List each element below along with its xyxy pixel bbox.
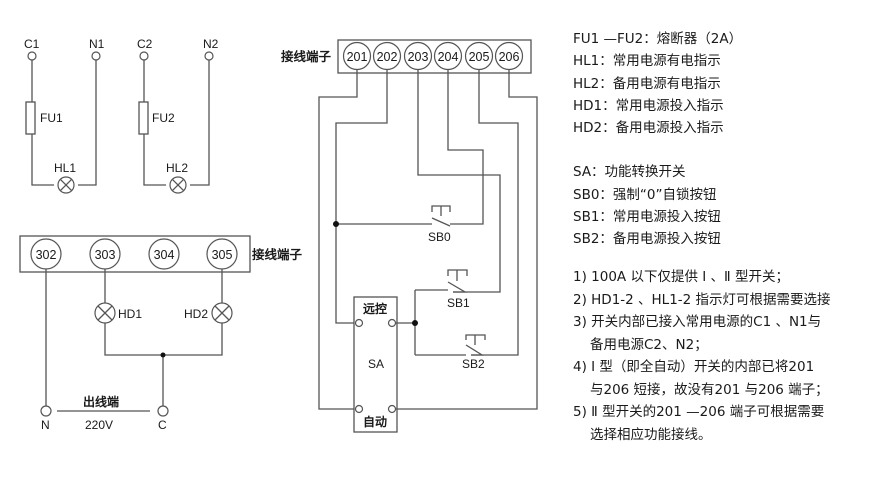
switch-sa-remote-label: 远控: [363, 301, 387, 316]
terminal-c-out: [157, 405, 169, 417]
legend-item: SB2：备用电源投入按钮: [573, 231, 721, 248]
terminal-label-202: 202: [377, 50, 398, 64]
button-label-sb1: SB1: [447, 296, 470, 310]
terminal-n-out: [40, 405, 52, 417]
terminal-202: [372, 41, 402, 71]
note-line: 5) Ⅱ 型开关的201 —206 端子可根据需要: [573, 404, 825, 420]
wire-204-sb0: [336, 70, 484, 225]
legend-item: FU1 —FU2：熔断器（2A）: [573, 31, 743, 47]
terminal-n1: [91, 51, 101, 61]
terminal-label-304: 304: [154, 248, 175, 262]
note-line: 备用电源C2、N2；: [590, 336, 708, 353]
terminal-304: [148, 238, 180, 270]
terminal-label-c1: C1: [24, 37, 40, 51]
junction-dot-sb0: [333, 221, 339, 227]
terminal-label-204: 204: [438, 50, 459, 64]
legend-item: HD1：常用电源投入指示: [573, 97, 724, 114]
terminal-label-302: 302: [36, 248, 57, 262]
terminal-label-n-out: N: [41, 418, 50, 432]
legend: FU1 —FU2：熔断器（2A） HL1：常用电源有电指示 HL2：备用电源有电…: [573, 28, 742, 251]
wire-201-sa-auto: [318, 70, 358, 410]
wire-source-2: [143, 60, 210, 186]
junction-dot: [160, 352, 166, 358]
terminal-label-206: 206: [499, 50, 520, 64]
legend-item: HL1：常用电源有电指示: [573, 53, 721, 70]
voltage-label: 220V: [85, 418, 113, 432]
lamp-label-hd2: HD2: [184, 307, 208, 321]
terminal-205: [464, 41, 494, 71]
wire-205-sb2: [471, 70, 519, 356]
switch-sa-label: SA: [368, 357, 384, 371]
terminal-206: [494, 41, 524, 71]
control-block: 接线端子 201 202 203 204 205 206 SB0: [281, 39, 538, 433]
notes: 1) 100A 以下仅提供 Ⅰ 、Ⅱ 型开关； 2) HD1-2 、HL1-2 …: [573, 266, 831, 446]
lamp-hl1-icon: [57, 176, 75, 194]
legend-item: SB0：强制“0”自锁按钮: [573, 186, 717, 203]
control-strip-title: 接线端子: [281, 49, 332, 64]
lamp-label-hd1: HD1: [118, 307, 142, 321]
terminal-c1: [27, 51, 37, 61]
note-line: 选择相应功能接线。: [590, 426, 712, 443]
sa-contact-remote-right: [387, 318, 397, 328]
terminal-label-305: 305: [212, 248, 233, 262]
terminal-201: [342, 41, 372, 71]
output-label: 出线端: [83, 394, 119, 409]
note-line: 1) 100A 以下仅提供 Ⅰ 、Ⅱ 型开关；: [573, 269, 789, 285]
lamp-label-hl1: HL1: [54, 161, 76, 175]
terminal-label-n2: N2: [203, 37, 219, 51]
legend-item: SA：功能转换开关: [573, 164, 686, 181]
fuse-fu2-icon: [138, 101, 149, 135]
terminal-label-201: 201: [347, 50, 368, 64]
wire-203-sb1: [417, 70, 501, 293]
lamp-hd1-icon: [94, 302, 116, 324]
lamp-hd2-icon: [211, 302, 233, 324]
terminal-label-c2: C2: [137, 37, 153, 51]
control-terminal-strip: [337, 39, 532, 74]
terminal-label-203: 203: [408, 50, 429, 64]
output-terminal-strip: [19, 235, 251, 273]
legend-item: HL2：备用电源有电指示: [573, 75, 721, 92]
output-block: 接线端子 302 303 304 305 HD1 HD2 N C 出线端 220…: [19, 235, 303, 432]
sa-contact-auto-right: [387, 404, 397, 414]
note-line: 3) 开关内部已接入常用电源的C1 、N1与: [573, 314, 822, 330]
switch-sa: [353, 296, 398, 433]
legend-item: HD2：备用电源投入指示: [573, 120, 724, 137]
note-line: 4) Ⅰ 型（即全自动）开关的内部已将201: [573, 359, 815, 375]
legend-spacer: [573, 139, 742, 161]
terminal-label-303: 303: [95, 248, 116, 262]
terminal-label-n1: N1: [89, 37, 105, 51]
note-line: 与206 短接，故没有201 与206 端子；: [590, 381, 829, 398]
switch-sa-auto-label: 自动: [363, 414, 387, 429]
note-line: 2) HD1-2 、HL1-2 指示灯可根据需要选接: [573, 291, 831, 308]
source-circuit-1: C1 N1 FU1 HL1: [24, 37, 105, 194]
output-strip-title: 接线端子: [252, 247, 303, 262]
lamp-label-hl2: HL2: [166, 161, 188, 175]
terminal-label-205: 205: [469, 50, 490, 64]
terminal-204: [433, 41, 463, 71]
terminal-203: [403, 41, 433, 71]
button-label-sb0: SB0: [428, 230, 451, 244]
source-circuit-2: C2 N2 FU2 HL2: [137, 37, 219, 194]
fuse-label-fu1: FU1: [40, 111, 63, 125]
terminal-c2: [139, 51, 149, 61]
fuse-fu1-icon: [25, 101, 36, 135]
button-sb2-icon: [465, 334, 486, 356]
terminal-n2: [204, 51, 214, 61]
wire-206-sa-auto: [396, 70, 538, 410]
junction-dot-sa: [412, 320, 418, 326]
legend-item: SB1：常用电源投入按钮: [573, 209, 721, 226]
button-sb1-icon: [447, 269, 468, 293]
wire-202-sa-remote: [335, 70, 388, 324]
wire-source-1: [31, 60, 97, 186]
button-sb0-icon: [431, 205, 451, 227]
fuse-label-fu2: FU2: [152, 111, 175, 125]
sa-contact-remote-left: [354, 318, 364, 328]
lamp-hl2-icon: [169, 176, 187, 194]
button-label-sb2: SB2: [462, 357, 485, 371]
sa-contact-auto-left: [354, 404, 364, 414]
terminal-label-c-out: C: [158, 418, 167, 432]
